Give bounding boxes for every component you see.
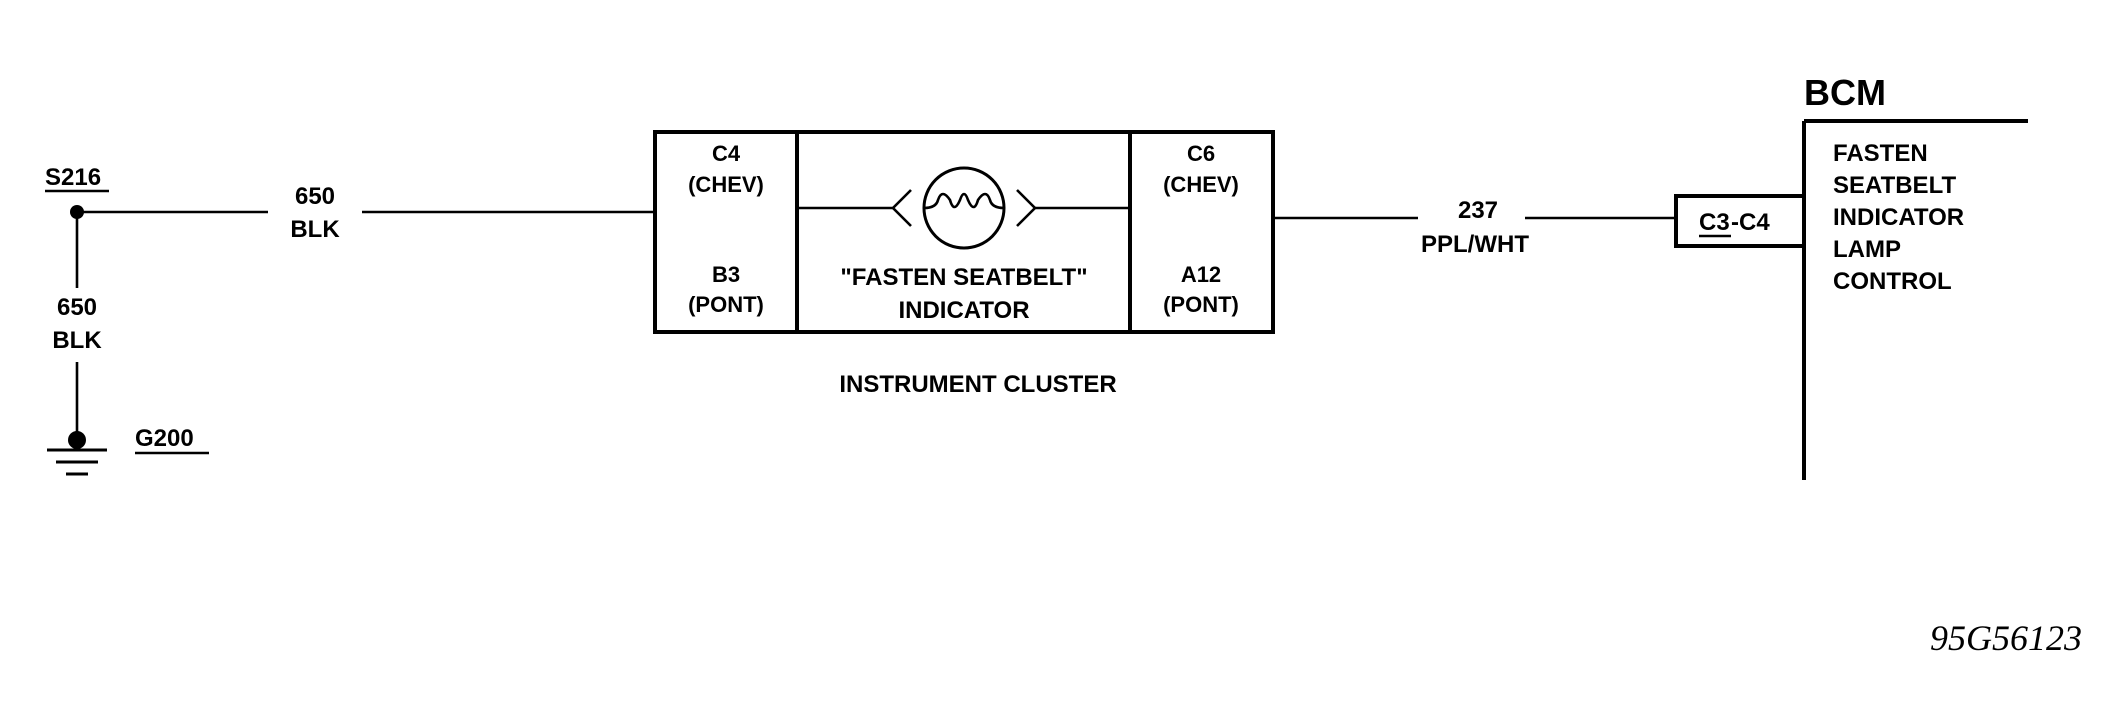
wire-down-color: BLK <box>52 327 102 354</box>
ground-symbol <box>47 431 107 476</box>
cluster-right-top-pin: C6 <box>1187 141 1215 166</box>
cluster-left-top-pin: C4 <box>712 141 741 166</box>
indicator-lamp-icon <box>891 166 1037 250</box>
bcm-title: BCM <box>1804 72 1886 113</box>
connector-part2: -C4 <box>1731 209 1770 236</box>
wire-left-circuit: 650 <box>295 183 335 210</box>
cluster-right-bottom-pin: A12 <box>1181 262 1221 287</box>
wire-left-color: BLK <box>290 216 340 243</box>
instrument-cluster-box <box>653 130 1275 334</box>
cluster-caption: INSTRUMENT CLUSTER <box>839 371 1116 398</box>
bcm-function-line-4: LAMP <box>1833 236 1901 263</box>
wire-right-color: PPL/WHT <box>1421 231 1529 258</box>
indicator-label-line1: "FASTEN SEATBELT" <box>840 264 1087 291</box>
cluster-left-bottom-note: (PONT) <box>688 292 764 317</box>
indicator-label-line2: INDICATOR <box>898 297 1029 324</box>
cluster-left-top-note: (CHEV) <box>688 172 764 197</box>
ground-label: G200 <box>135 425 194 452</box>
bcm-function-line-5: CONTROL <box>1833 268 1952 295</box>
wire-right-circuit: 237 <box>1458 197 1498 224</box>
splice-label: S216 <box>45 164 101 191</box>
cluster-right-bottom-note: (PONT) <box>1163 292 1239 317</box>
connector-part1: C3 <box>1699 209 1730 236</box>
bcm-function-line-1: FASTEN <box>1833 140 1928 167</box>
cluster-right-top-note: (CHEV) <box>1163 172 1239 197</box>
bcm-function-line-3: INDICATOR <box>1833 204 1964 231</box>
cluster-left-bottom-pin: B3 <box>712 262 740 287</box>
bcm-function-line-2: SEATBELT <box>1833 172 1956 199</box>
wire-down-circuit: 650 <box>57 294 97 321</box>
figure-id: 95G56123 <box>1930 618 2082 658</box>
